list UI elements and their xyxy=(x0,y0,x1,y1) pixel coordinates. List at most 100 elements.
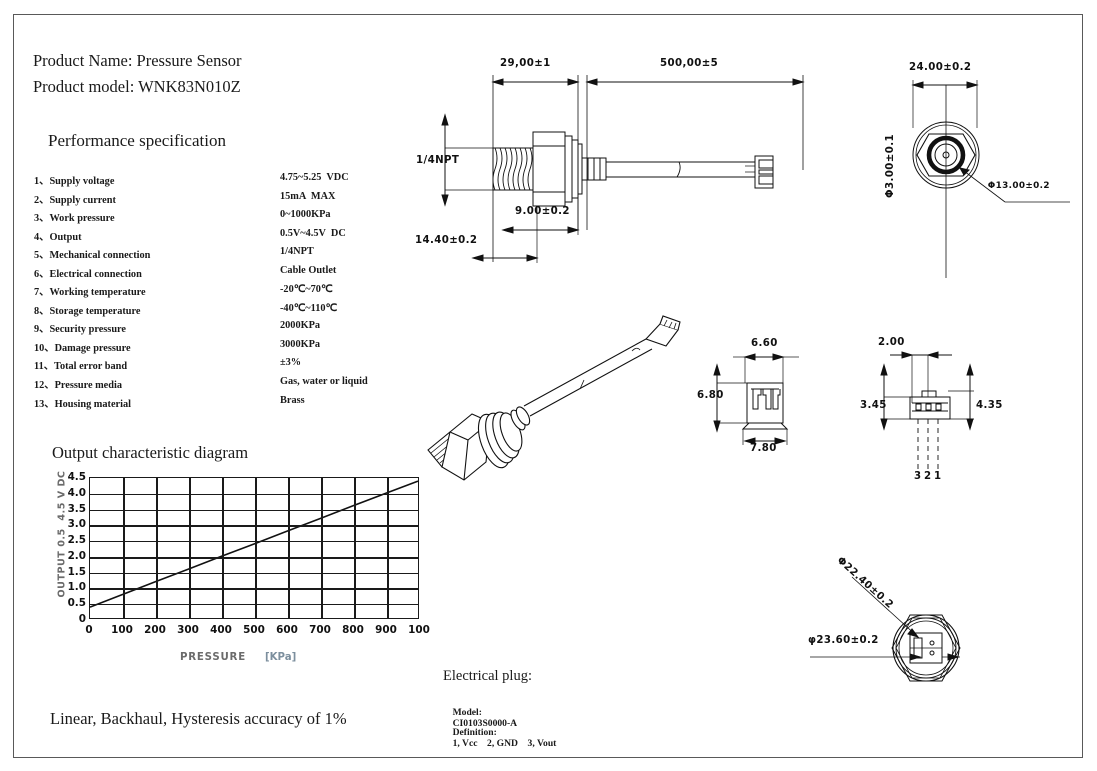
dim-cable-length: 500,00±5 xyxy=(660,58,719,69)
drawing-connector-front-view: 6.60 6.80 7.80 xyxy=(697,335,835,465)
spec-label: 1、Supply voltage xyxy=(34,176,115,187)
spec-value: -40℃~110℃ xyxy=(280,302,338,314)
chart-x-tick-label: 800 xyxy=(342,624,364,636)
drawing-bottom-end-view: Φ22.40±0.2 φ23.60±0.2 xyxy=(760,545,1060,735)
performance-specification-title: Performance specification xyxy=(48,131,226,150)
spec-row: 9、Security pressure 2000KPa xyxy=(34,320,364,339)
chart-gridline-horizontal xyxy=(90,525,418,528)
chart-y-tick-label: 0 xyxy=(78,613,86,625)
spec-row: 5、Mechanical connection 1/4NPT xyxy=(34,246,364,265)
spec-value: Cable Outlet xyxy=(280,264,337,276)
spec-value: ±3% xyxy=(280,357,302,369)
spec-label: 10、Damage pressure xyxy=(34,342,131,354)
chart-x-tick-label: 600 xyxy=(276,624,298,636)
spec-row: 12、Pressure media Gas, water or liquid xyxy=(34,376,368,395)
spec-value: 2000KPa xyxy=(280,320,321,332)
chart-x-axis-unit: [KPa] xyxy=(265,652,297,663)
chart-x-tick-label: 400 xyxy=(210,624,232,636)
chart-x-tick-label: 100 xyxy=(408,624,430,636)
top-end-view-graphic xyxy=(911,80,1070,278)
drawing-connector-side-view: 2.00 3.45 4.35 3 2 1 xyxy=(860,335,1030,495)
dim-pin-pitch: 2.00 xyxy=(878,337,905,348)
spec-row: 10、Damage pressure 3000KPa xyxy=(34,339,364,358)
spec-label: 2、Supply current xyxy=(34,194,116,206)
chart-gridline-vertical xyxy=(123,478,125,618)
dim-hex-across-flats: 24.00±0.2 xyxy=(909,62,972,73)
drawing-side-view: 29,00±1 500,00±5 1/4NPT 9.00±0.2 14.40±0… xyxy=(415,50,815,275)
pin-number-2: 2 xyxy=(924,471,932,482)
spec-label: 8、Storage temperature xyxy=(34,305,141,317)
spec-row: 2、Supply current 15mA MAX xyxy=(34,191,364,210)
pin-number-3: 3 xyxy=(914,471,922,482)
chart-gridline-horizontal xyxy=(90,509,418,511)
chart-y-tick-label: 1.0 xyxy=(67,581,86,594)
chart-x-axis-label: PRESSURE xyxy=(180,652,246,663)
chart-x-tick-label: 300 xyxy=(177,624,199,636)
spec-label: 11、Total error band xyxy=(34,361,128,373)
dim-connector-pitch-width: 6.60 xyxy=(751,338,778,349)
drawing-isometric-view xyxy=(420,310,700,500)
dim-connector-body-height: 3.45 xyxy=(860,400,887,411)
plug-model-value: CI0103S0000-A xyxy=(452,718,518,729)
chart-gridline-vertical xyxy=(222,478,224,618)
page-border xyxy=(13,14,1083,758)
product-model: Product model: WNK83N010Z xyxy=(33,77,241,96)
chart-x-tick-label: 200 xyxy=(144,624,166,636)
spec-label: 13、Housing material xyxy=(34,398,131,410)
electrical-plug-title: Electrical plug: xyxy=(443,668,532,684)
chart-gridline-horizontal xyxy=(90,541,418,543)
dim-connector-height: 6.80 xyxy=(697,390,724,401)
chart-y-tick-label: 4.0 xyxy=(67,486,86,499)
dim-thread-spec: 1/4NPT xyxy=(416,155,460,166)
spec-row: 4、Output 0.5V~4.5V DC xyxy=(34,228,364,247)
dim-thread-length: 14.40±0.2 xyxy=(415,235,478,246)
spec-label: 12、Pressure media xyxy=(34,380,122,392)
spec-row: 1、Supply voltage 4.75~5.25 VDC xyxy=(34,172,364,191)
chart-gridline-vertical xyxy=(321,478,323,618)
bottom-end-view-graphic xyxy=(810,576,961,682)
spec-row: 3、Work pressure 0~1000KPa xyxy=(34,209,364,228)
spec-value: 15mA MAX xyxy=(280,190,336,202)
chart-plot-area xyxy=(89,477,419,619)
product-name: Product Name: Pressure Sensor xyxy=(33,51,242,70)
spec-row: 8、Storage temperature -40℃~110℃ xyxy=(34,302,364,321)
plug-definition-label: Definition: xyxy=(452,727,497,738)
chart-gridline-horizontal xyxy=(90,588,418,591)
spec-value: 0.5V~4.5V DC xyxy=(280,227,346,239)
chart-gridline-horizontal xyxy=(90,493,418,496)
spec-row: 13、Housing material Brass xyxy=(34,395,364,414)
spec-row: 6、Electrical connection Cable Outlet xyxy=(34,265,364,284)
connector-front-graphic xyxy=(713,353,799,445)
chart-gridline-vertical xyxy=(288,478,290,618)
chart-y-tick-label: 1.5 xyxy=(67,565,86,578)
electrical-plug-definition: Definition: 1, Vcc 2, GND 3, Vout xyxy=(443,716,557,760)
chart-y-tick-label: 3.5 xyxy=(67,502,86,515)
spec-value: -20℃~70℃ xyxy=(280,284,333,296)
spec-label: 6、Electrical connection xyxy=(34,268,142,280)
specification-table: 1、Supply voltage 4.75~5.25 VDC 2、Supply … xyxy=(34,172,368,414)
spec-value: 3000KPa xyxy=(280,338,321,350)
document-header: Product Name: Pressure Sensor Product mo… xyxy=(33,48,242,100)
chart-title: Output characteristic diagram xyxy=(52,443,249,462)
spec-label: 4、Output xyxy=(34,231,82,243)
pin-number-1: 1 xyxy=(934,471,942,482)
plug-model-label: Model: xyxy=(452,707,482,718)
chart-gridline-horizontal xyxy=(90,556,418,559)
connector-side-graphic xyxy=(880,351,974,470)
chart-x-tick-label: 100 xyxy=(111,624,133,636)
chart-y-tick-label: 3.0 xyxy=(67,518,86,531)
spec-value: Gas, water or liquid xyxy=(280,376,368,388)
chart-gridline-vertical xyxy=(156,478,158,618)
chart-gridline-horizontal xyxy=(90,572,418,574)
chart-data-line xyxy=(90,478,418,618)
spec-row: 7、Working temperature -20℃~70℃ xyxy=(34,283,364,302)
chart-y-tick-label: 4.5 xyxy=(67,471,86,483)
chart-gridline-vertical xyxy=(255,478,257,618)
spec-label: 3、Work pressure xyxy=(34,213,115,225)
chart-x-tick-label: 900 xyxy=(375,624,397,636)
chart-gridline-vertical xyxy=(354,478,356,618)
